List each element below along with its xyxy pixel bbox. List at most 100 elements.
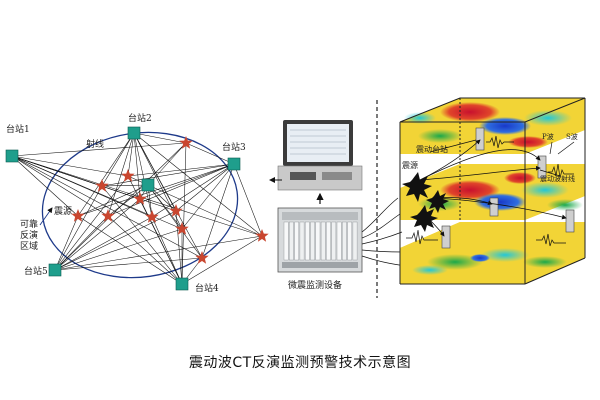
ray-line: [147, 184, 263, 237]
ray-line: [101, 184, 149, 187]
ray-line: [133, 132, 263, 237]
ray-line: [101, 132, 135, 187]
ray-line: [11, 155, 79, 217]
station-2-label: 台站2: [128, 114, 152, 124]
ray-lines: [11, 132, 263, 285]
source-star: [121, 169, 135, 182]
ray-line: [107, 215, 183, 285]
ray-line: [77, 163, 235, 217]
tomography-cube: [399, 97, 586, 285]
rack-slot: [326, 221, 331, 261]
cube-rays: [419, 139, 567, 237]
ray-line: [11, 155, 263, 237]
device-label: 微震监测设备: [288, 281, 343, 291]
ray-line: [54, 210, 177, 271]
source-star: [145, 210, 159, 223]
pwave-label: P波: [542, 133, 554, 141]
monitoring-equipment: [269, 120, 363, 273]
station-network: [5, 126, 269, 291]
ray-line: [181, 163, 235, 230]
source-star: [255, 229, 269, 242]
source-star: [71, 209, 85, 222]
station-1-label: 台站1: [6, 125, 30, 135]
ray-line: [107, 163, 235, 217]
cube-ray-label: 震动波射线: [540, 175, 575, 183]
ray-line: [127, 163, 235, 177]
cables: [361, 197, 407, 267]
ray-line: [185, 142, 235, 165]
ray-line: [133, 132, 141, 200]
ray-line: [107, 132, 135, 217]
ray-line: [54, 235, 263, 271]
ray-line: [11, 155, 109, 217]
rack-slot: [347, 221, 353, 261]
rack-slot: [305, 221, 310, 261]
ray-line: [181, 142, 187, 285]
source-star: [95, 179, 109, 192]
cube-station-label: 震动台站: [416, 145, 448, 154]
rack-slot: [299, 221, 305, 261]
rack-slot: [352, 221, 358, 261]
waveforms: [406, 135, 574, 247]
ray-line: [175, 163, 235, 212]
station-marker: [175, 277, 189, 291]
station-5-label: 台站5: [24, 267, 48, 277]
ray-line: [54, 215, 79, 271]
rack-slot: [283, 221, 289, 261]
region-pointer: [39, 207, 53, 226]
ray-line: [11, 155, 203, 259]
ray-line: [139, 163, 235, 200]
ray-line: [77, 215, 183, 285]
ray-line: [175, 210, 183, 285]
swave-label: S波: [566, 133, 578, 141]
rack-slot: [320, 221, 326, 261]
source-stars: [71, 136, 269, 264]
source-star: [133, 192, 147, 205]
source-star: [195, 251, 209, 264]
ray-line: [11, 142, 187, 157]
ray-line: [147, 142, 187, 186]
ray-line: [139, 198, 183, 285]
cube-source-label: 震源: [402, 161, 418, 170]
ray-line: [233, 163, 263, 237]
station-marker: [5, 149, 19, 163]
ray-line: [11, 155, 183, 230]
source-star: [169, 204, 183, 217]
source-star: [175, 222, 189, 235]
ray-line: [11, 155, 129, 177]
ray-line: [54, 215, 109, 271]
ray-line: [77, 132, 135, 217]
figure-caption: 震动波CT反演监测预警技术示意图: [188, 355, 412, 371]
ray-line: [201, 163, 235, 259]
ray-line: [151, 216, 183, 285]
ray-line: [133, 132, 203, 259]
rack-slot: [342, 221, 347, 261]
sensor-cylinders: [441, 127, 575, 249]
rack-slot: [310, 221, 315, 261]
rack-slot: [315, 221, 321, 261]
source-label: 震源: [54, 207, 73, 217]
slice-bottom: [400, 222, 585, 284]
station-marker: [141, 178, 155, 192]
station-markers: [5, 126, 241, 291]
station-marker: [127, 126, 141, 140]
station-4-label: 台站4: [195, 284, 219, 294]
rack-slot: [294, 221, 300, 261]
reliable-region-label: 可靠 反演 区域: [20, 220, 39, 252]
source-star: [179, 136, 193, 149]
ray-line: [54, 198, 141, 271]
ray-line: [127, 132, 135, 177]
ray-line: [11, 155, 177, 212]
ray-line: [133, 132, 153, 218]
ray-line: [133, 132, 187, 144]
rack-slot: [331, 221, 337, 261]
ray-line: [181, 235, 263, 285]
station-marker: [48, 263, 62, 277]
rack-slot: [289, 221, 294, 261]
ray-line: [54, 257, 203, 271]
ray-label: 射线: [86, 140, 105, 150]
rack-slot: [336, 221, 342, 261]
slice-top: [400, 98, 585, 154]
station-marker: [227, 157, 241, 171]
